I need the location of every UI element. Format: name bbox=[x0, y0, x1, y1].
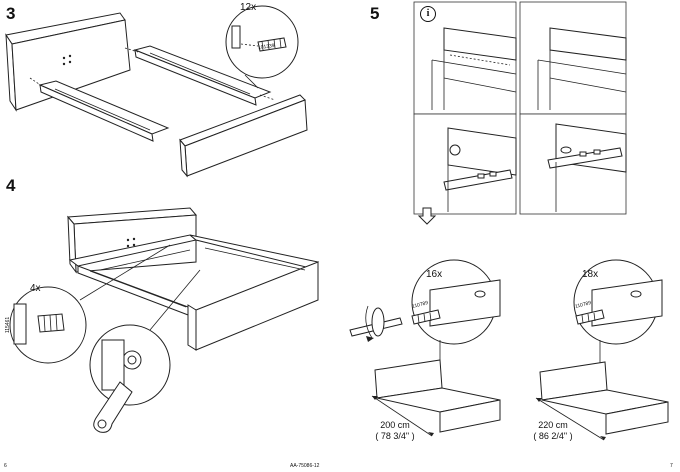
dimension-small-metric: 200 cm bbox=[380, 420, 410, 430]
step-4-number: 4 bbox=[6, 176, 16, 195]
page-number-left: 6 bbox=[4, 463, 7, 469]
step-3-number: 3 bbox=[6, 4, 16, 23]
screw-small-quantity: 16x bbox=[426, 269, 443, 280]
page-number-right: 7 bbox=[670, 463, 673, 469]
document-code: AA-75086-12 bbox=[290, 463, 320, 469]
step4-part-number: 115461 bbox=[5, 316, 12, 334]
step4-quantity: 4x bbox=[30, 283, 41, 294]
dimension-large-metric: 220 cm bbox=[538, 420, 568, 430]
info-icon: i bbox=[420, 6, 436, 22]
dimension-small-imperial: ( 78 3/4" ) bbox=[375, 431, 415, 441]
dimension-small: 200 cm ( 78 3/4" ) bbox=[360, 420, 430, 442]
screw-large-quantity: 18x bbox=[582, 269, 599, 280]
step3-quantity: 12x bbox=[240, 2, 257, 13]
step4-drawing bbox=[9, 207, 320, 433]
step5-drawing bbox=[349, 1, 669, 441]
step3-drawing bbox=[5, 5, 308, 178]
dimension-large: 220 cm ( 86 2/4" ) bbox=[518, 420, 588, 442]
step-5-number: 5 bbox=[370, 4, 380, 23]
dimension-large-imperial: ( 86 2/4" ) bbox=[533, 431, 573, 441]
